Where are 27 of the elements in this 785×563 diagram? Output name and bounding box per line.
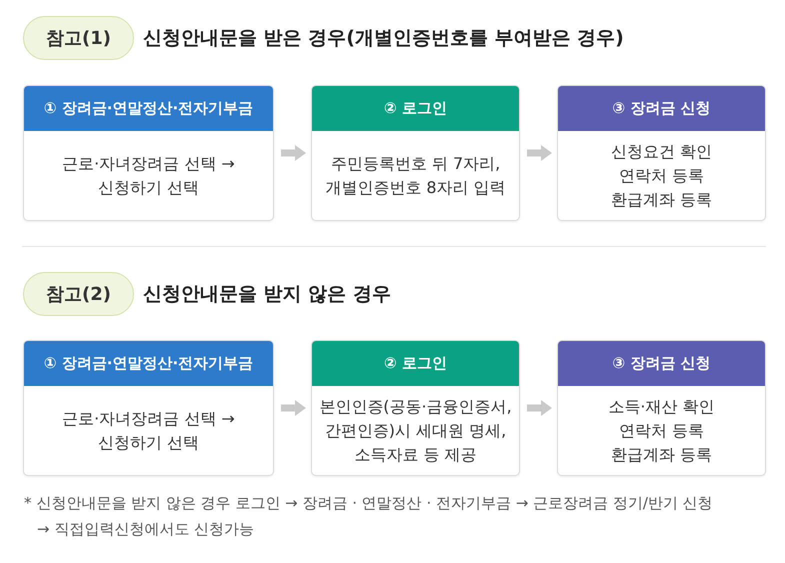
section-heading: 신청안내문을 받지 않은 경우 bbox=[143, 282, 391, 307]
label-pill: 참고(2) bbox=[23, 272, 134, 316]
step-text: 근로·자녀장려금 선택 → 신청하기 선택 bbox=[61, 408, 236, 454]
arrow bbox=[527, 400, 552, 416]
step-text: 근로·자녀장려금 선택 → 신청하기 선택 bbox=[61, 152, 236, 198]
step-text: 본인인증(공동·금융인증서, 간편인증)시 세대원 명세, 소득자료 등 제공 bbox=[318, 396, 513, 466]
header-bar: ① 장려금·연말정산·전자기부금 bbox=[24, 86, 273, 131]
header-bar: ② 로그인 bbox=[312, 86, 519, 131]
arrow bbox=[527, 145, 552, 161]
arrow bbox=[281, 400, 306, 416]
step-card bbox=[311, 85, 520, 221]
step-card bbox=[557, 85, 766, 221]
label-pill: 참고(1) bbox=[23, 16, 134, 60]
header-bar: ② 로그인 bbox=[312, 341, 519, 386]
step-card bbox=[311, 340, 520, 476]
footnote: * 신청안내문을 받지 않은 경우 로그인 → 장려금 · 연말정산 · 전자기부금 → 근로장려금 정기/반기 신청 → 직접입력신청에서도 신청가능 bbox=[24, 493, 714, 540]
arrow bbox=[281, 145, 306, 161]
step-card bbox=[557, 340, 766, 476]
step-text: 소득·재산 확인 연락처 등록 환급계좌 등록 bbox=[607, 396, 716, 466]
header-bar: ③ 장려금 신청 bbox=[558, 86, 765, 131]
step-card bbox=[23, 340, 274, 476]
step-card bbox=[23, 85, 274, 221]
section-heading: 신청안내문을 받은 경우(개별인증번호를 부여받은 경우) bbox=[143, 26, 624, 51]
step-text: 주민등록번호 뒤 7자리, 개별인증번호 8자리 입력 bbox=[324, 152, 507, 198]
header-bar: ① 장려금·연말정산·전자기부금 bbox=[24, 341, 273, 386]
header-bar: ③ 장려금 신청 bbox=[558, 341, 765, 386]
step-text: 신청요건 확인 연락처 등록 환급계좌 등록 bbox=[610, 140, 714, 210]
